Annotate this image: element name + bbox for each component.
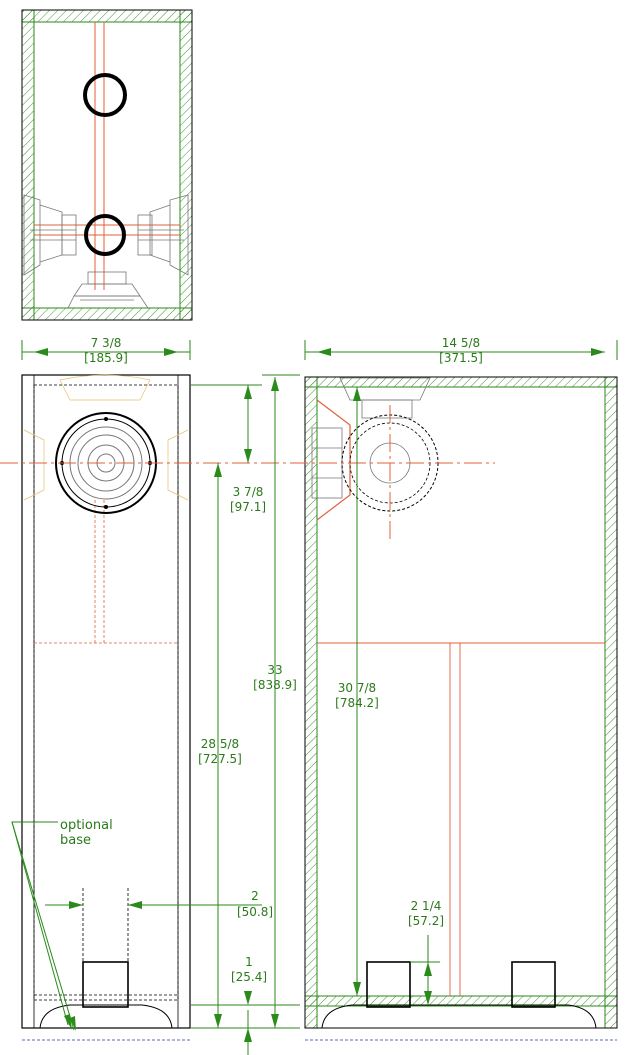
port-circle-upper — [83, 73, 127, 117]
dim-overall-height-imperial: 33 — [267, 663, 282, 677]
side-driver — [311, 377, 439, 521]
side-base — [321, 1004, 597, 1029]
dim-driver-top-offset: 3 7/8 [97.1] — [230, 485, 266, 514]
front-base — [39, 1004, 173, 1029]
bottom-driver — [67, 271, 149, 309]
front-view — [11, 374, 191, 1041]
dim-base-height-imperial: 1 — [245, 955, 253, 969]
dimension-lines — [21, 340, 618, 1055]
dim-overall-height-metric: [838.9] — [253, 678, 297, 692]
side-driver-left — [23, 194, 77, 276]
dim-driver-center-height-imperial: 28 5/8 — [201, 737, 239, 751]
dim-depth-imperial: 14 5/8 — [442, 336, 480, 350]
dim-driver-top-offset-metric: [97.1] — [230, 500, 266, 514]
dim-width-front-imperial: 7 3/8 — [91, 336, 122, 350]
dim-port-diameter-imperial: 2 — [251, 889, 259, 903]
dim-internal-height-imperial: 30 7/8 — [338, 681, 376, 695]
side-port-left — [366, 961, 411, 1008]
dim-port-diameter: 2 [50.8] — [237, 889, 273, 919]
dim-port-height-metric: [57.2] — [408, 914, 444, 928]
dim-overall-height: 33 [838.9] — [253, 663, 297, 692]
dim-driver-center-height: 28 5/8 [727.5] — [198, 737, 242, 766]
dim-internal-height: 30 7/8 [784.2] — [335, 681, 379, 710]
side-driver-right — [137, 194, 189, 276]
ghost-drivers — [23, 374, 189, 501]
port-circle-lower — [84, 214, 126, 256]
optional-base-note-line1: optional — [60, 818, 113, 833]
dimension-arrows — [34, 348, 605, 1042]
dim-width-front: 7 3/8 [185.9] — [84, 336, 128, 365]
side-port-right — [511, 961, 556, 1008]
dim-port-diameter-metric: [50.8] — [237, 905, 273, 919]
dim-driver-center-height-metric: [727.5] — [198, 752, 242, 766]
dim-base-height: 1 [25.4] — [231, 955, 267, 984]
dim-driver-top-offset-imperial: 3 7/8 — [233, 485, 264, 499]
dim-width-front-metric: [185.9] — [84, 351, 128, 365]
dim-depth: 14 5/8 [371.5] — [439, 336, 483, 365]
optional-base-note-line2: base — [60, 833, 91, 848]
top-view — [21, 9, 193, 321]
side-view — [304, 376, 618, 1041]
dim-internal-height-metric: [784.2] — [335, 696, 379, 710]
dim-base-height-metric: [25.4] — [231, 970, 267, 984]
front-port — [82, 888, 129, 1008]
dim-depth-metric: [371.5] — [439, 351, 483, 365]
optional-base-note: optional base — [60, 818, 113, 848]
dim-port-height: 2 1/4 [57.2] — [408, 899, 444, 928]
dim-port-height-imperial: 2 1/4 — [411, 899, 442, 913]
